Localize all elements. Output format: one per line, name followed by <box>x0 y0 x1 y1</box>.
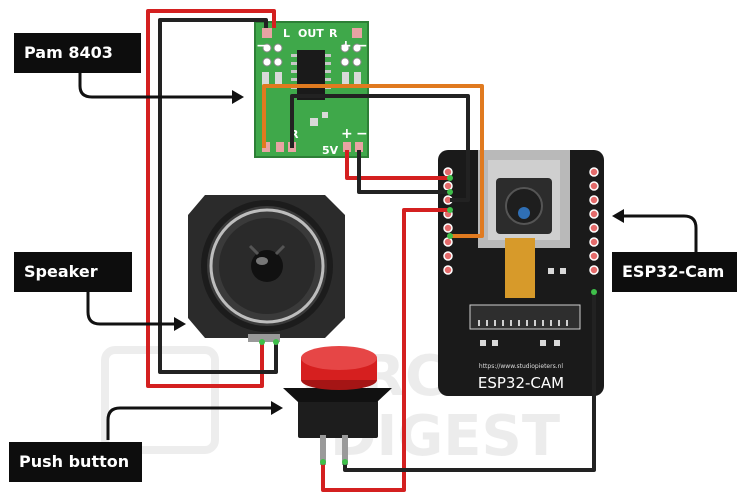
pam-label-5v: 5V <box>322 144 339 157</box>
push-button <box>283 346 392 465</box>
leader-lines <box>78 73 698 440</box>
svg-text:+: + <box>340 38 352 54</box>
wire-pam-5v-esp <box>345 150 450 180</box>
wires <box>146 9 596 492</box>
wire-speaker-positive <box>146 9 276 388</box>
svg-text:−: − <box>356 38 368 54</box>
wire-button-esp <box>321 208 450 492</box>
leader-button <box>106 406 272 440</box>
label-speaker: Speaker <box>14 252 132 292</box>
arrow-head-icon <box>174 317 186 331</box>
speaker <box>188 195 345 342</box>
svg-text:−: − <box>256 38 268 54</box>
pam-label-r: R <box>329 27 338 40</box>
esp32-cam-board: https://www.studiopieters.nl ESP32-CAM <box>438 150 604 396</box>
svg-text:−: − <box>356 126 368 142</box>
esp-url: https://www.studiopieters.nl <box>479 363 564 370</box>
label-esp32-cam: ESP32-Cam <box>612 252 737 292</box>
esp-board-name: ESP32-CAM <box>478 374 564 392</box>
leader-esp <box>622 214 698 252</box>
leader-speaker <box>86 292 176 326</box>
pam-label-r-bottom: R <box>290 128 299 141</box>
wire-speaker-negative <box>158 18 278 374</box>
wire-pam-gnd2-esp <box>357 150 450 194</box>
pam-label-l: L <box>283 27 290 40</box>
arrow-head-icon <box>271 401 283 415</box>
arrow-head-icon <box>612 209 624 223</box>
svg-text:+: + <box>341 126 353 142</box>
wire-button-gnd <box>343 292 596 472</box>
wire-ends <box>259 175 597 465</box>
arrow-head-icon <box>232 90 244 104</box>
label-pam8403: Pam 8403 <box>14 33 141 73</box>
leader-pam <box>78 73 232 99</box>
wire-pam-gnd-esp <box>290 94 470 202</box>
label-push-button: Push button <box>9 442 142 482</box>
pam8403-board: − L OUT R + − R + − 5V <box>254 21 369 158</box>
arrow-heads <box>174 90 624 415</box>
pam-label-out: OUT <box>298 27 324 40</box>
wire-audio-signal <box>262 84 484 238</box>
